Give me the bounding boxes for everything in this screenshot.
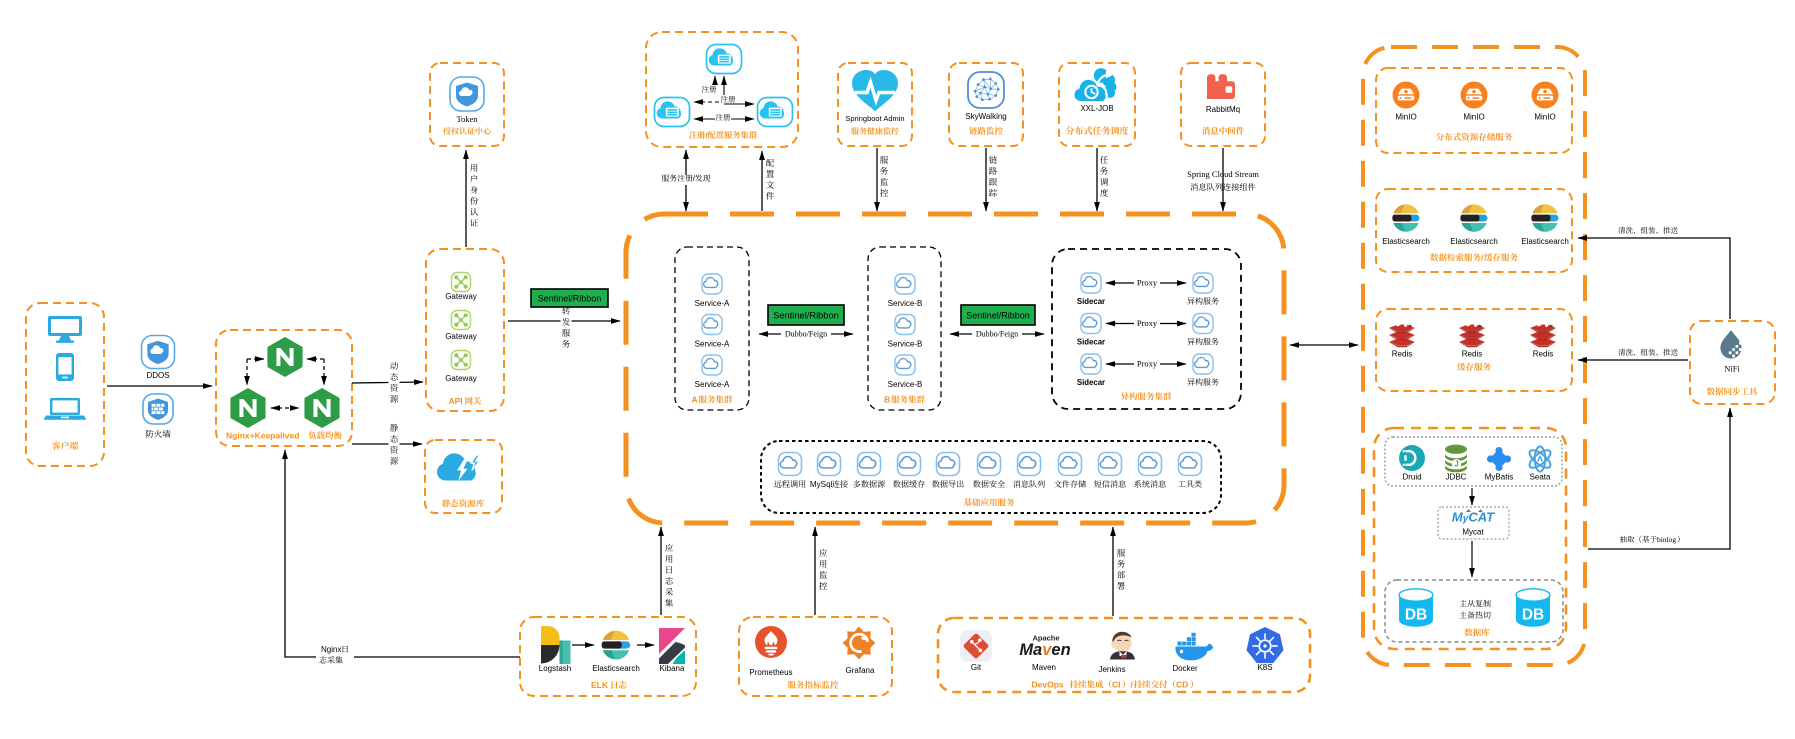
svg-text:binlog: binlog xyxy=(1657,535,1676,544)
svg-text:Proxy: Proxy xyxy=(1137,278,1158,288)
svg-text:Druid: Druid xyxy=(1402,473,1421,482)
svg-text:Service-A: Service-A xyxy=(695,299,730,308)
svg-text:Elasticsearch: Elasticsearch xyxy=(1382,237,1430,246)
svg-text:Service-A: Service-A xyxy=(695,380,730,389)
svg-text:Dubbo/Feign: Dubbo/Feign xyxy=(976,330,1018,339)
svg-text:/: / xyxy=(705,130,708,140)
svg-text:Gateway: Gateway xyxy=(445,292,477,301)
svg-text:Kibana: Kibana xyxy=(660,664,685,673)
svg-text:/: / xyxy=(693,174,696,183)
svg-text:B: B xyxy=(884,395,890,405)
svg-text:CD: CD xyxy=(1176,680,1188,690)
svg-text:Proxy: Proxy xyxy=(1137,318,1158,328)
svg-text:MinIO: MinIO xyxy=(1395,113,1416,122)
svg-text:Sentinel/Ribbon: Sentinel/Ribbon xyxy=(773,311,839,321)
svg-text:Git: Git xyxy=(971,663,982,672)
svg-text:RabbitMq: RabbitMq xyxy=(1206,105,1240,114)
svg-text:XXL-JOB: XXL-JOB xyxy=(1080,104,1113,113)
svg-text:DevOps: DevOps xyxy=(1032,680,1067,690)
svg-text:/: / xyxy=(1131,680,1134,690)
svg-text:NiFi: NiFi xyxy=(1724,364,1740,374)
svg-text:Jenkins: Jenkins xyxy=(1098,665,1125,674)
svg-text:K8S: K8S xyxy=(1257,663,1272,672)
svg-text:CI: CI xyxy=(1112,680,1121,690)
svg-text:Service-B: Service-B xyxy=(888,340,923,349)
svg-text:Token: Token xyxy=(456,114,478,124)
svg-text:Redis: Redis xyxy=(1392,350,1412,359)
svg-text:Grafana: Grafana xyxy=(846,666,875,675)
svg-text:MinIO: MinIO xyxy=(1463,113,1484,122)
svg-text:Elasticsearch: Elasticsearch xyxy=(1521,237,1569,246)
svg-text:API: API xyxy=(449,396,463,406)
svg-text:Sidecar: Sidecar xyxy=(1077,378,1105,387)
svg-text:Service-A: Service-A xyxy=(695,340,730,349)
svg-text:Spring Cloud Stream: Spring Cloud Stream xyxy=(1187,169,1259,179)
svg-text:Service-B: Service-B xyxy=(888,299,923,308)
svg-text:/: / xyxy=(1481,253,1484,263)
svg-text:Sentinel/Ribbon: Sentinel/Ribbon xyxy=(538,294,602,304)
svg-text:Nginx: Nginx xyxy=(321,645,341,654)
svg-text:Logstash: Logstash xyxy=(539,664,571,673)
svg-text:Gateway: Gateway xyxy=(445,374,477,383)
svg-text:MinIO: MinIO xyxy=(1534,113,1555,122)
svg-text:DDOS: DDOS xyxy=(146,371,169,380)
svg-text:A: A xyxy=(692,395,698,405)
svg-text:Docker: Docker xyxy=(1172,664,1198,673)
svg-text:Proxy: Proxy xyxy=(1137,359,1158,369)
svg-text:Elasticsearch: Elasticsearch xyxy=(1450,237,1498,246)
svg-text:Gateway: Gateway xyxy=(445,332,477,341)
svg-text:Mycat: Mycat xyxy=(1462,528,1484,537)
svg-text:Sidecar: Sidecar xyxy=(1077,338,1105,347)
svg-text:Service-B: Service-B xyxy=(888,380,923,389)
svg-text:Elasticsearch: Elasticsearch xyxy=(592,664,640,673)
svg-text:ELK: ELK xyxy=(591,680,609,690)
svg-text:Redis: Redis xyxy=(1533,350,1553,359)
svg-text:Seata: Seata xyxy=(1530,473,1551,482)
svg-text:Maven: Maven xyxy=(1032,663,1056,672)
svg-text:Redis: Redis xyxy=(1462,350,1482,359)
svg-text:MySql: MySql xyxy=(810,480,833,489)
svg-text:Nginx+Keepalived: Nginx+Keepalived xyxy=(226,431,299,441)
svg-text:Dubbo/Feign: Dubbo/Feign xyxy=(785,330,827,339)
svg-text:JDBC: JDBC xyxy=(1446,473,1467,482)
svg-text:Sentinel/Ribbon: Sentinel/Ribbon xyxy=(966,311,1030,321)
svg-text:Springboot Admin: Springboot Admin xyxy=(845,114,904,123)
svg-text:Prometheus: Prometheus xyxy=(749,668,792,677)
svg-text:MyBatis: MyBatis xyxy=(1485,473,1513,482)
svg-text:SkyWalking: SkyWalking xyxy=(965,112,1007,121)
svg-text:Sidecar: Sidecar xyxy=(1077,297,1105,306)
